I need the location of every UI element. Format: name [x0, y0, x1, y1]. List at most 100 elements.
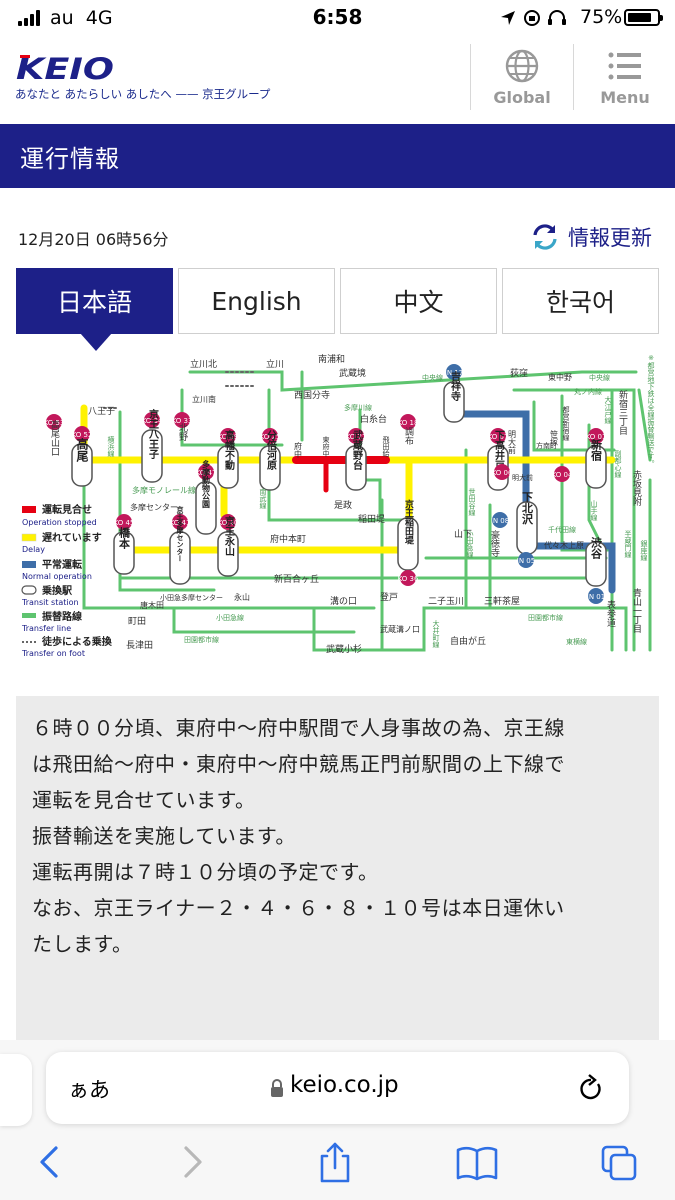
- svg-text:KO 25: KO 25: [260, 433, 281, 441]
- svg-text:南武線: 南武線: [259, 487, 267, 509]
- svg-text:KO 47: KO 47: [196, 469, 217, 477]
- svg-text:赤坂見附: 赤坂見附: [631, 470, 642, 507]
- clock: 6:58: [312, 5, 363, 29]
- refresh-icon: [533, 224, 557, 250]
- carrier-label: au 4G: [50, 7, 113, 29]
- svg-text:山下: 山下: [454, 529, 472, 540]
- tab-japanese[interactable]: 日本語: [16, 268, 173, 334]
- url-text[interactable]: keio.co.jp: [290, 1072, 399, 1098]
- svg-text:東府中: 東府中: [322, 435, 330, 458]
- svg-text:KO 45: KO 45: [114, 519, 135, 527]
- notice-line: 振替輸送を実施しています。: [32, 824, 296, 848]
- svg-text:乗換駅: 乗換駅: [41, 584, 73, 597]
- svg-text:Normal operation: Normal operation: [22, 572, 92, 581]
- svg-text:IN 01: IN 01: [587, 593, 605, 601]
- chevron-right-icon: [184, 1146, 202, 1178]
- location-arrow-icon: [501, 11, 515, 25]
- svg-text:東横線: 東横線: [566, 637, 587, 646]
- svg-text:KEIO: KEIO: [16, 53, 114, 83]
- menu-button[interactable]: Menu: [575, 44, 675, 114]
- svg-text:高尾山口: 高尾山口: [49, 419, 60, 456]
- menu-icon: [608, 52, 641, 80]
- svg-text:白糸台: 白糸台: [360, 413, 387, 425]
- previous-tab-peek[interactable]: [0, 1054, 32, 1126]
- svg-text:代々木上原: 代々木上原: [544, 540, 584, 550]
- svg-text:横浜線: 横浜線: [107, 435, 115, 457]
- map-labels: 立川北 立川 南浦和 武蔵境 中央線 荻窪 東中野 中央線 丸ノ内線 八王子 立…: [88, 353, 655, 655]
- svg-text:武蔵溝ノ口: 武蔵溝ノ口: [380, 624, 420, 634]
- svg-text:Transfer line: Transfer line: [21, 624, 71, 633]
- svg-text:IN 08: IN 08: [491, 517, 509, 525]
- page-settings-button[interactable]: ぁあ: [68, 1078, 110, 1102]
- reload-icon[interactable]: [578, 1074, 604, 1102]
- svg-text:溝の口: 溝の口: [330, 595, 357, 607]
- svg-text:飛田給: 飛田給: [382, 436, 390, 458]
- svg-text:立川北: 立川北: [190, 358, 217, 370]
- headphones-icon: [548, 10, 566, 25]
- notice-line: は飛田給〜府中・東府中〜府中競馬正門前駅間の上下線で: [32, 752, 565, 776]
- svg-text:大江戸線: 大江戸線: [604, 395, 612, 424]
- browser-toolbar: ぁあ keio.co.jp: [0, 1040, 675, 1200]
- tab-korean[interactable]: 한국어: [502, 268, 659, 334]
- notice-line: たします。: [32, 932, 133, 956]
- svg-text:KO 18: KO 18: [398, 419, 419, 427]
- svg-text:登戸: 登戸: [380, 592, 398, 603]
- route-map: KO 53 高尾山口 KO 52 高尾 KO 34 京王八王子 KO 33 北野…: [21, 353, 655, 658]
- svg-text:多摩モノレール線: 多摩モノレール線: [132, 485, 196, 495]
- svg-text:渋谷: 渋谷: [590, 536, 603, 560]
- svg-text:豪徳寺: 豪徳寺: [489, 529, 500, 557]
- svg-text:遅れています: 遅れています: [42, 532, 102, 544]
- svg-text:運転見合せ: 運転見合せ: [42, 503, 92, 516]
- svg-text:世田谷線: 世田谷線: [468, 487, 476, 516]
- svg-text:KO 04: KO 04: [552, 471, 573, 479]
- svg-text:是政: 是政: [334, 499, 352, 511]
- title-bar: 運行情報: [0, 124, 675, 188]
- active-tab-pointer: [80, 333, 112, 351]
- bookmarks-button[interactable]: [452, 1140, 502, 1184]
- svg-text:Transit station: Transit station: [21, 598, 79, 607]
- svg-text:KO 52: KO 52: [72, 431, 93, 439]
- tab-chinese[interactable]: 中文: [340, 268, 497, 334]
- svg-text:新宿三丁目: 新宿三丁目: [617, 389, 628, 435]
- svg-text:KO 36: KO 36: [398, 575, 419, 583]
- chevron-left-icon: [40, 1146, 58, 1178]
- back-button[interactable]: [24, 1140, 74, 1184]
- svg-text:Transfer on foot: Transfer on foot: [21, 649, 85, 658]
- svg-text:武蔵野台: 武蔵野台: [351, 429, 363, 471]
- book-icon: [456, 1146, 498, 1181]
- status-icons: [501, 10, 566, 26]
- refresh-label: 情報更新: [568, 226, 652, 250]
- svg-text:新百合ヶ丘: 新百合ヶ丘: [274, 573, 319, 585]
- svg-text:府中本町: 府中本町: [270, 533, 306, 545]
- battery-percent: 75%: [580, 6, 623, 28]
- svg-text:吉祥寺: 吉祥寺: [449, 370, 461, 402]
- status-bar: au 4G 6:58 75%: [0, 0, 675, 36]
- forward-button[interactable]: [168, 1140, 218, 1184]
- battery-icon: [624, 9, 663, 26]
- keio-logo[interactable]: KEIO: [16, 53, 116, 83]
- notice-line: ６時００分頃、東府中〜府中駅間で人身事故の為、京王線: [32, 716, 565, 740]
- share-button[interactable]: [310, 1140, 360, 1184]
- notice-line: 運転再開は７時１０分頃の予定です。: [32, 860, 379, 884]
- svg-text:KO 34: KO 34: [142, 417, 163, 425]
- svg-text:KO 41: KO 41: [170, 519, 191, 527]
- global-button[interactable]: Global: [472, 44, 572, 114]
- svg-text:新宿: 新宿: [590, 438, 603, 462]
- svg-text:KO 33: KO 33: [172, 417, 193, 425]
- tabs-button[interactable]: [596, 1140, 646, 1184]
- address-bar[interactable]: ぁあ keio.co.jp: [46, 1052, 629, 1124]
- svg-text:府中: 府中: [294, 441, 303, 459]
- svg-text:永山: 永山: [234, 592, 250, 602]
- svg-text:副都心線: 副都心線: [614, 449, 622, 478]
- page-title: 運行情報: [20, 145, 120, 173]
- share-icon: [320, 1142, 350, 1183]
- svg-text:IN 17: IN 17: [445, 369, 463, 377]
- svg-text:橋本: 橋本: [118, 526, 131, 550]
- svg-text:中央線: 中央線: [589, 373, 610, 382]
- tab-english[interactable]: English: [178, 268, 335, 334]
- svg-text:下高井戸: 下高井戸: [493, 430, 505, 471]
- menu-label: Menu: [600, 88, 650, 107]
- svg-text:立川南: 立川南: [192, 394, 216, 404]
- svg-text:京王八王子: 京王八王子: [147, 408, 160, 460]
- signal-icon: [18, 10, 40, 26]
